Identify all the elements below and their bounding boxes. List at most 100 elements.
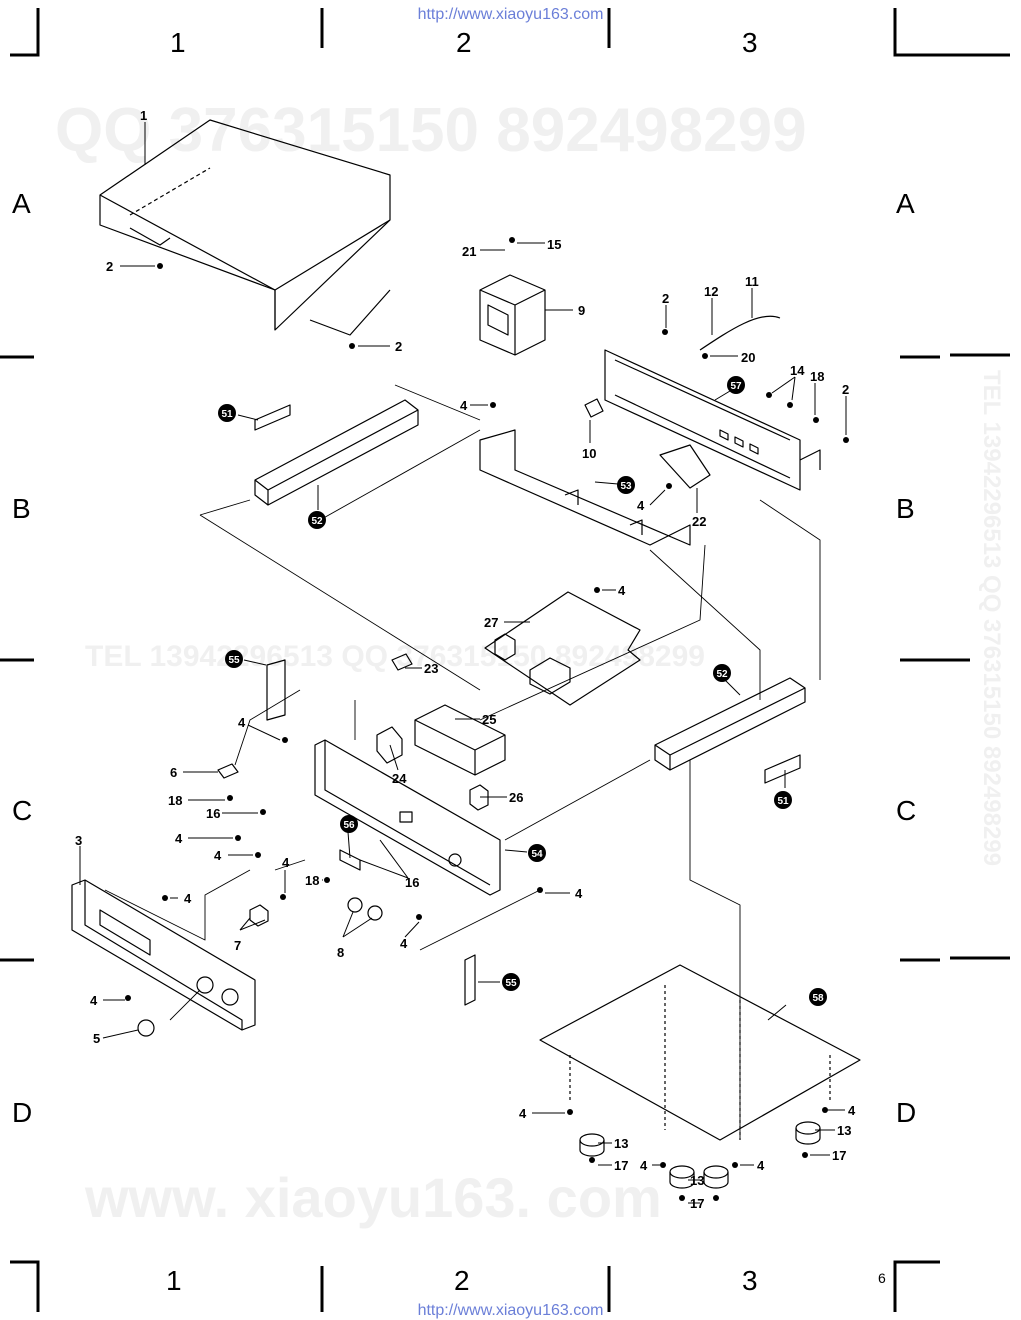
main-pcb-part	[484, 591, 641, 706]
grid-col-3-bottom: 3	[742, 1265, 758, 1296]
label-part-18: 18	[168, 793, 182, 808]
label-part-12: 12	[704, 284, 718, 299]
circled-labels: 51 51 52 52 53 54 55 55 56 57 58	[218, 376, 827, 1006]
grid-col-1-top: 1	[170, 27, 186, 58]
label-part-8: 8	[337, 945, 344, 960]
circled-label-52: 52	[713, 664, 731, 682]
page-number: 6	[878, 1270, 886, 1286]
front-frame-part	[314, 739, 501, 896]
chassis-bracket-part	[479, 429, 691, 546]
circled-label-52: 52	[308, 511, 326, 529]
label-part-4: 4	[400, 936, 408, 951]
grid-row-c-left: C	[12, 795, 32, 826]
front-panel-part	[71, 879, 256, 1031]
svg-text:51: 51	[777, 796, 789, 807]
label-part-2: 2	[106, 259, 113, 274]
circled-label-51: 51	[218, 404, 236, 422]
label-part-15: 15	[547, 237, 561, 252]
label-part-4: 4	[282, 855, 290, 870]
label-part-2: 2	[662, 291, 669, 306]
label-part-4: 4	[575, 886, 583, 901]
label-part-18: 18	[810, 369, 824, 384]
svg-text:55: 55	[505, 978, 517, 989]
label-part-17: 17	[832, 1148, 846, 1163]
circled-label-55: 55	[225, 650, 243, 668]
circled-label-57: 57	[727, 376, 745, 394]
label-part-3: 3	[75, 833, 82, 848]
side-bracket-left-part	[254, 399, 419, 506]
label-part-4: 4	[640, 1158, 648, 1173]
label-part-4: 4	[757, 1158, 765, 1173]
label-part-4: 4	[214, 848, 222, 863]
grid-row-a-left: A	[12, 188, 31, 219]
circled-label-54: 54	[528, 844, 546, 862]
grid-col-2-top: 2	[456, 27, 472, 58]
label-part-9: 9	[578, 303, 585, 318]
label-part-13: 13	[690, 1173, 704, 1188]
label-part-4: 4	[184, 891, 192, 906]
watermark-mid: TEL 13942296513 QQ 376315150 892498299	[85, 640, 705, 673]
circled-label-56: 56	[340, 815, 358, 833]
svg-text:52: 52	[716, 669, 728, 680]
label-part-13: 13	[614, 1136, 628, 1151]
svg-text:58: 58	[812, 993, 824, 1004]
label-part-26: 26	[509, 790, 523, 805]
svg-text:56: 56	[343, 820, 355, 831]
rear-panel-part	[604, 315, 821, 491]
label-part-16: 16	[405, 875, 419, 890]
header-url[interactable]: http://www.xiaoyu163.com	[417, 6, 604, 23]
label-part-18: 18	[305, 873, 319, 888]
grid-col-2-bottom: 2	[454, 1265, 470, 1296]
top-cover-part	[99, 119, 391, 336]
label-part-24: 24	[392, 771, 407, 786]
power-transformer-part	[479, 274, 546, 356]
circled-label-55: 55	[502, 973, 520, 991]
label-part-2: 2	[395, 339, 402, 354]
label-part-10: 10	[582, 446, 596, 461]
footer-url[interactable]: http://www.xiaoyu163.com	[417, 1302, 604, 1319]
label-part-4: 4	[519, 1106, 527, 1121]
label-part-14: 14	[790, 363, 805, 378]
label-part-4: 4	[848, 1103, 856, 1118]
circled-label-58: 58	[809, 988, 827, 1006]
label-part-16: 16	[206, 806, 220, 821]
label-part-4: 4	[618, 583, 626, 598]
svg-text:51: 51	[221, 409, 233, 420]
label-part-2: 2	[842, 382, 849, 397]
svg-text:57: 57	[730, 381, 742, 392]
label-part-4: 4	[637, 498, 645, 513]
label-part-4: 4	[175, 831, 183, 846]
bottom-plate-part	[539, 964, 861, 1141]
label-part-25: 25	[482, 712, 496, 727]
label-part-17: 17	[690, 1196, 704, 1211]
label-part-20: 20	[741, 350, 755, 365]
label-part-27: 27	[484, 615, 498, 630]
label-part-4: 4	[238, 715, 246, 730]
svg-text:53: 53	[620, 481, 632, 492]
grid-row-c-right: C	[896, 795, 916, 826]
svg-text:54: 54	[531, 849, 543, 860]
screw-marks	[125, 237, 849, 1201]
label-part-13: 13	[837, 1123, 851, 1138]
side-bracket-right-part	[654, 677, 806, 771]
label-part-17: 17	[614, 1158, 628, 1173]
svg-text:52: 52	[311, 516, 323, 527]
label-part-23: 23	[424, 661, 438, 676]
frame-marks	[0, 8, 1010, 1312]
watermark-top: QQ 376315150 892498299	[55, 96, 807, 165]
grid-row-a-right: A	[896, 188, 915, 219]
label-part-21: 21	[462, 244, 476, 259]
grid-row-d-right: D	[896, 1097, 916, 1128]
circled-label-51: 51	[774, 791, 792, 809]
grid-col-3-top: 3	[742, 27, 758, 58]
watermark-bottom: www. xiaoyu163. com	[85, 1166, 662, 1229]
display-module-part	[414, 704, 506, 776]
label-part-4: 4	[90, 993, 98, 1008]
label-part-5: 5	[93, 1031, 100, 1046]
leader-lines	[104, 384, 821, 1140]
circled-label-53: 53	[617, 476, 635, 494]
label-part-4: 4	[460, 398, 468, 413]
label-part-22: 22	[692, 514, 706, 529]
label-pointers	[79, 122, 847, 1204]
